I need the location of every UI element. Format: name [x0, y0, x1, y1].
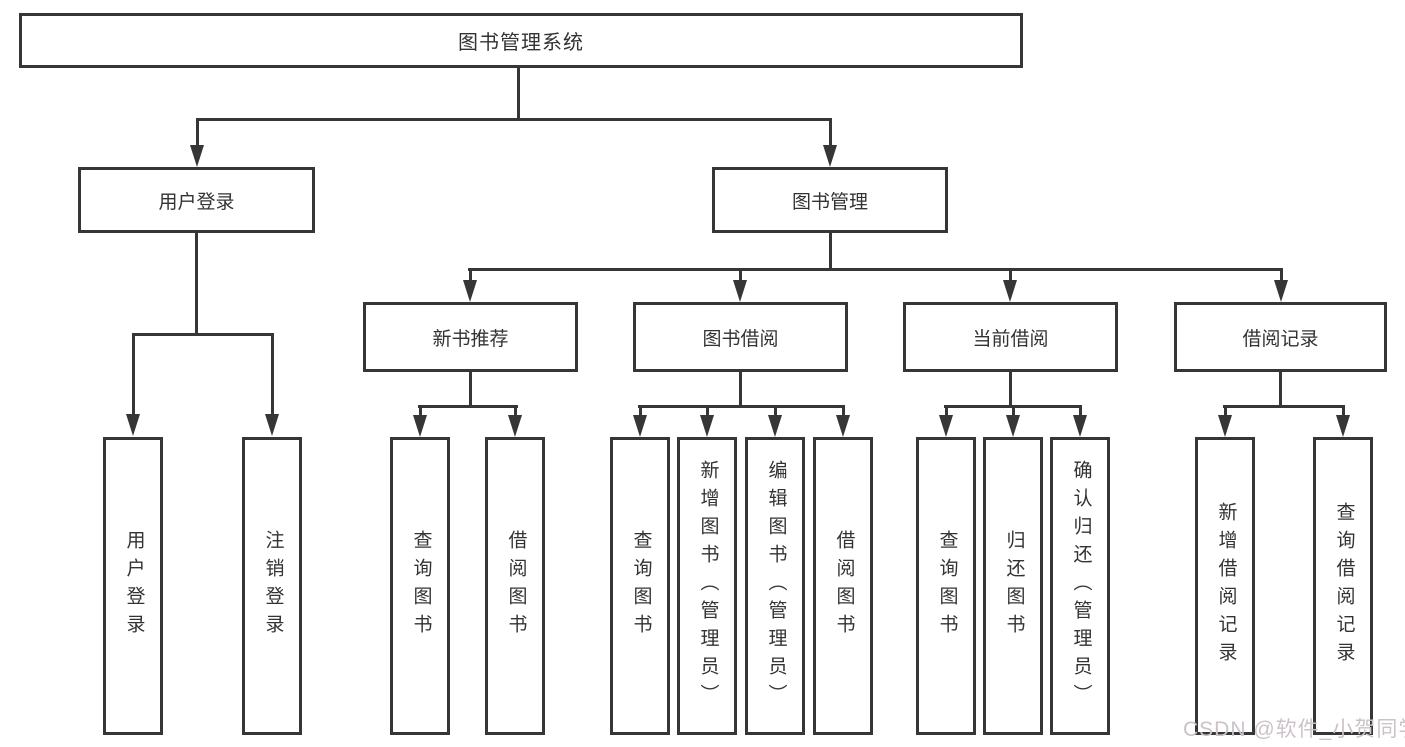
connector-vline — [829, 118, 832, 146]
connector-vline — [517, 68, 520, 120]
connector-vline — [739, 268, 742, 282]
arrow-down-icon — [126, 414, 140, 436]
connector-hline — [132, 333, 274, 336]
connector-vline — [195, 233, 198, 335]
connector-hline — [418, 405, 518, 408]
node-current-borrow-label: 当前借阅 — [972, 328, 1049, 350]
arrow-down-icon — [836, 415, 850, 437]
node-recommend-borrow-book-label: 借阅图书 — [505, 530, 527, 642]
connector-hline — [1223, 405, 1345, 408]
node-edit-book-admin-label: 编辑图书（管理员） — [765, 460, 787, 712]
arrow-down-icon — [768, 415, 782, 437]
node-return-book-label: 归还图书 — [1003, 530, 1025, 642]
arrow-down-icon — [190, 145, 204, 167]
connector-hline — [196, 118, 832, 121]
connector-vline — [1342, 405, 1345, 417]
node-borrow-query-book-label: 查询图书 — [630, 530, 652, 642]
node-edit-book-admin: 编辑图书（管理员） — [745, 437, 805, 735]
arrow-down-icon — [508, 415, 522, 437]
node-user-login-leaf: 用户登录 — [103, 437, 163, 735]
connector-vline — [829, 233, 832, 270]
connector-vline — [1280, 268, 1283, 282]
node-new-book-recommend: 新书推荐 — [363, 302, 578, 372]
csdn-watermark: CSDN @软件_小贺同学 — [1183, 718, 1405, 741]
node-return-book: 归还图书 — [983, 437, 1043, 735]
node-current-query-book: 查询图书 — [916, 437, 976, 735]
arrow-down-icon — [939, 415, 953, 437]
node-current-borrow: 当前借阅 — [903, 302, 1118, 372]
connector-hline — [468, 268, 1283, 271]
node-logout: 注销登录 — [242, 437, 302, 735]
node-borrow-book-label: 借阅图书 — [833, 530, 855, 642]
connector-vline — [1012, 405, 1015, 417]
connector-vline — [739, 372, 742, 407]
arrow-down-icon — [823, 145, 837, 167]
node-add-book-admin-label: 新增图书（管理员） — [697, 460, 719, 712]
arrow-down-icon — [1218, 415, 1232, 437]
node-confirm-return-admin: 确认归还（管理员） — [1050, 437, 1110, 735]
node-borrow-record-label: 借阅记录 — [1242, 328, 1319, 350]
node-user-login: 用户登录 — [78, 167, 315, 233]
connector-vline — [1224, 405, 1227, 417]
node-recommend-query-book: 查询图书 — [390, 437, 450, 735]
node-user-login-label: 用户登录 — [158, 191, 235, 213]
node-current-query-book-label: 查询图书 — [936, 530, 958, 642]
node-borrow-query-book: 查询图书 — [610, 437, 670, 735]
node-book-borrow: 图书借阅 — [633, 302, 848, 372]
arrow-down-icon — [733, 280, 747, 302]
connector-vline — [469, 372, 472, 407]
arrow-down-icon — [463, 280, 477, 302]
connector-vline — [842, 405, 845, 417]
connector-vline — [469, 268, 472, 282]
arrow-down-icon — [1274, 280, 1288, 302]
node-user-login-leaf-label: 用户登录 — [123, 530, 145, 642]
node-new-book-recommend-label: 新书推荐 — [432, 328, 509, 350]
connector-vline — [1009, 268, 1012, 282]
arrow-down-icon — [1006, 415, 1020, 437]
node-confirm-return-admin-label: 确认归还（管理员） — [1070, 460, 1092, 712]
connector-vline — [1079, 405, 1082, 417]
node-recommend-borrow-book: 借阅图书 — [485, 437, 545, 735]
node-add-borrow-record: 新增借阅记录 — [1195, 437, 1255, 735]
connector-vline — [639, 405, 642, 417]
connector-vline — [196, 118, 199, 146]
node-logout-label: 注销登录 — [262, 530, 284, 642]
node-root: 图书管理系统 — [19, 13, 1023, 68]
arrow-down-icon — [413, 415, 427, 437]
connector-vline — [706, 405, 709, 417]
connector-vline — [132, 333, 135, 415]
node-recommend-query-book-label: 查询图书 — [410, 530, 432, 642]
arrow-down-icon — [1003, 280, 1017, 302]
connector-hline — [638, 405, 845, 408]
node-book-borrow-label: 图书借阅 — [702, 328, 779, 350]
arrow-down-icon — [633, 415, 647, 437]
connector-vline — [271, 333, 274, 415]
node-book-manage-label: 图书管理 — [791, 191, 868, 213]
connector-vline — [1279, 372, 1282, 407]
node-root-label: 图书管理系统 — [458, 32, 584, 54]
node-add-book-admin: 新增图书（管理员） — [677, 437, 737, 735]
connector-vline — [1009, 372, 1012, 407]
connector-vline — [419, 405, 422, 417]
arrow-down-icon — [265, 414, 279, 436]
connector-vline — [774, 405, 777, 417]
node-add-borrow-record-label: 新增借阅记录 — [1215, 502, 1237, 670]
node-query-borrow-record-label: 查询借阅记录 — [1333, 502, 1355, 670]
connector-vline — [514, 405, 517, 417]
node-borrow-record: 借阅记录 — [1174, 302, 1387, 372]
connector-vline — [945, 405, 948, 417]
node-borrow-book: 借阅图书 — [813, 437, 873, 735]
node-book-manage: 图书管理 — [712, 167, 948, 233]
arrow-down-icon — [1073, 415, 1087, 437]
node-query-borrow-record: 查询借阅记录 — [1313, 437, 1373, 735]
arrow-down-icon — [1336, 415, 1350, 437]
arrow-down-icon — [700, 415, 714, 437]
